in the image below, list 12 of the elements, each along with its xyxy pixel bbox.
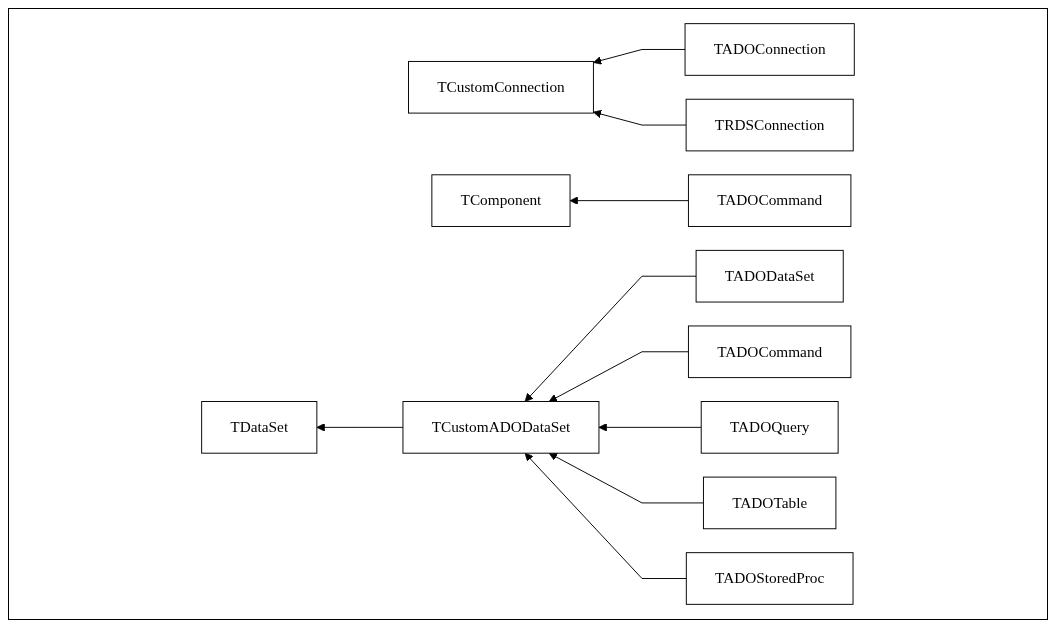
node-box: TRDSConnection — [685, 98, 854, 152]
node-box: TADOStoredProc — [685, 552, 854, 605]
node-box: TADODataSet — [695, 249, 844, 303]
node-box: TADOTable — [702, 476, 837, 530]
node-box: TDataSet — [201, 401, 318, 454]
node-box: TADOConnection — [684, 23, 855, 76]
node-box: TComponent — [431, 174, 571, 227]
node-box: TADOCommand — [687, 325, 852, 379]
node-box: TCustomADODataSet — [402, 401, 600, 454]
node-box: TADOCommand — [687, 174, 852, 227]
node-box: TADOQuery — [700, 401, 839, 454]
node-box: TCustomConnection — [408, 60, 594, 114]
